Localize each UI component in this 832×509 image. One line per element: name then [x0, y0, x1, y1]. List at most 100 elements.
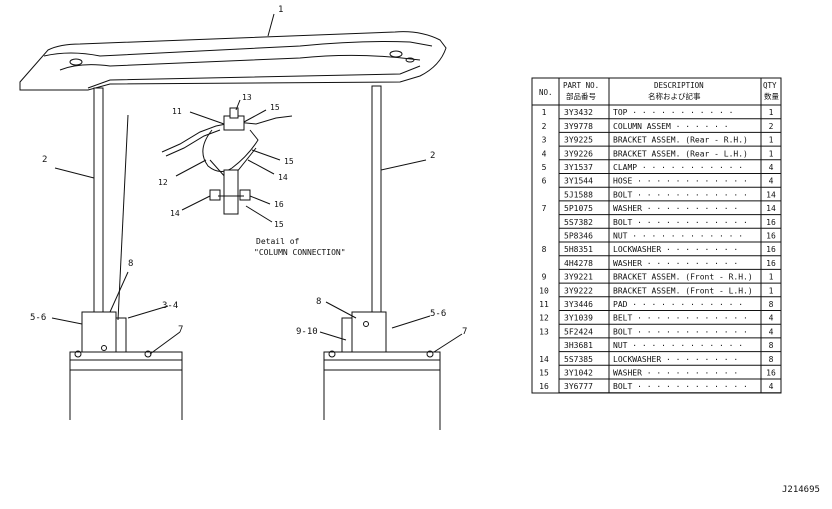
table-cell-no: 12	[539, 314, 549, 323]
table-cell-description: HOSE · · · · · · · · · · · ·	[613, 177, 748, 186]
table-cell-qty: 4	[769, 163, 774, 172]
table-cell-part-no: 5H8351	[564, 245, 593, 254]
detail-caption-line1: Detail of	[256, 237, 300, 246]
table-cell-qty: 4	[769, 327, 774, 336]
table-header-part-no-jp: 部品番号	[566, 91, 596, 101]
table-cell-description: PAD · · · · · · · · · · · ·	[613, 300, 743, 309]
table-cell-no: 6	[542, 177, 547, 186]
table-cell-qty: 8	[769, 300, 774, 309]
table-cell-qty: 4	[769, 382, 774, 391]
table-cell-no: 14	[539, 355, 549, 364]
table-cell-description: BELT · · · · · · · · · · · ·	[613, 314, 748, 323]
table-cell-part-no: 3Y1544	[564, 177, 593, 186]
table-cell-description: BOLT · · · · · · · · · · · ·	[613, 218, 748, 227]
callout-7-left: 7	[178, 325, 183, 335]
table-cell-description: BRACKET ASSEM. (Rear - R.H.)	[613, 136, 748, 145]
table-header-description-jp: 名称および記事	[648, 91, 701, 101]
table-cell-qty: 1	[769, 108, 774, 117]
callout-2-right: 2	[430, 151, 435, 161]
table-cell-qty: 8	[769, 341, 774, 350]
table-cell-qty: 2	[769, 122, 774, 131]
table-cell-description: NUT · · · · · · · · · · · ·	[613, 232, 743, 241]
table-cell-description: NUT · · · · · · · · · · · ·	[613, 341, 743, 350]
table-cell-no: 9	[542, 273, 547, 282]
table-cell-qty: 16	[766, 245, 776, 254]
table-cell-qty: 1	[769, 136, 774, 145]
callout-2-left: 2	[42, 155, 47, 165]
table-cell-qty: 16	[766, 218, 776, 227]
table-cell-qty: 14	[766, 204, 776, 213]
table-header-no: NO.	[539, 88, 553, 97]
table-header-part-no: PART NO.	[563, 81, 599, 90]
table-cell-part-no: 3Y9778	[564, 122, 593, 131]
table-cell-part-no: 3Y6777	[564, 382, 593, 391]
callout-5-6-left: 5-6	[30, 313, 46, 323]
table-header-qty: QTY	[763, 81, 777, 90]
table-cell-qty: 4	[769, 177, 774, 186]
callout-15-top: 15	[270, 103, 280, 112]
callout-15-low: 15	[274, 220, 284, 229]
table-cell-part-no: 5P1075	[564, 204, 593, 213]
figure-id: J214695	[782, 485, 820, 495]
table-cell-description: BRACKET ASSEM. (Front - R.H.)	[613, 273, 753, 282]
table-cell-part-no: 5J1588	[564, 190, 593, 199]
callout-12: 12	[158, 178, 168, 187]
table-cell-qty: 4	[769, 314, 774, 323]
table-cell-part-no: 3Y1042	[564, 369, 593, 378]
table-cell-part-no: 5S7385	[564, 355, 593, 364]
canopy-top	[19, 13, 447, 91]
detail-caption-line2: "COLUMN CONNECTION"	[254, 248, 346, 257]
parts-table: NO. PART NO. 部品番号 DESCRIPTION 名称および記事 QT…	[531, 77, 782, 394]
callout-13: 13	[242, 93, 252, 102]
table-cell-qty: 8	[769, 355, 774, 364]
table-cell-part-no: 5F2424	[564, 327, 593, 336]
callout-15-mid: 15	[284, 157, 294, 166]
table-cell-description: COLUMN ASSEM · · · · · ·	[613, 122, 729, 131]
table-cell-part-no: 4H4278	[564, 259, 593, 268]
table-cell-description: BRACKET ASSEM. (Rear - L.H.)	[613, 149, 748, 158]
left-column	[54, 87, 104, 317]
right-base-bracket	[319, 301, 463, 430]
table-cell-no: 5	[542, 163, 547, 172]
table-cell-no: 13	[539, 327, 549, 336]
table-header-qty-jp: 数量	[764, 91, 779, 101]
table-cell-qty: 1	[769, 273, 774, 282]
table-cell-part-no: 3Y3446	[564, 300, 593, 309]
table-cell-description: BRACKET ASSEM. (Front - L.H.)	[613, 286, 753, 295]
callout-5-6-right: 5-6	[430, 309, 446, 319]
callout-14-top: 14	[278, 173, 288, 182]
table-cell-qty: 16	[766, 232, 776, 241]
right-column	[371, 85, 427, 317]
callout-1: 1	[278, 5, 283, 15]
table-cell-qty: 16	[766, 259, 776, 268]
table-cell-no: 10	[539, 286, 549, 295]
table-cell-part-no: 5P8346	[564, 232, 593, 241]
table-cell-no: 11	[539, 300, 549, 309]
table-cell-part-no: 3Y9221	[564, 273, 593, 282]
callout-14-low: 14	[170, 209, 180, 218]
table-cell-qty: 1	[769, 286, 774, 295]
table-cell-part-no: 3Y3432	[564, 108, 593, 117]
table-cell-description: TOP · · · · · · · · · · ·	[613, 108, 733, 117]
table-cell-part-no: 3Y1537	[564, 163, 593, 172]
table-cell-qty: 16	[766, 369, 776, 378]
table-cell-no: 16	[539, 382, 549, 391]
table-cell-description: BOLT · · · · · · · · · · · ·	[613, 382, 748, 391]
table-header-description: DESCRIPTION	[654, 81, 704, 90]
column-connection-detail	[161, 99, 293, 223]
table-cell-qty: 14	[766, 190, 776, 199]
callout-7-right: 7	[462, 327, 467, 337]
callout-3-4: 3-4	[162, 301, 178, 311]
table-cell-description: WASHER · · · · · · · · · ·	[613, 369, 738, 378]
table-cell-description: CLAMP · · · · · · · · · · ·	[613, 163, 743, 172]
table-cell-part-no: 3Y1039	[564, 314, 593, 323]
callout-8-right: 8	[316, 297, 321, 307]
table-cell-part-no: 3H3681	[564, 341, 593, 350]
left-base-bracket	[51, 114, 183, 420]
callout-11: 11	[172, 107, 182, 116]
table-cell-no: 15	[539, 369, 549, 378]
table-cell-no: 4	[542, 149, 547, 158]
table-cell-qty: 1	[769, 149, 774, 158]
table-cell-description: WASHER · · · · · · · · · ·	[613, 259, 738, 268]
